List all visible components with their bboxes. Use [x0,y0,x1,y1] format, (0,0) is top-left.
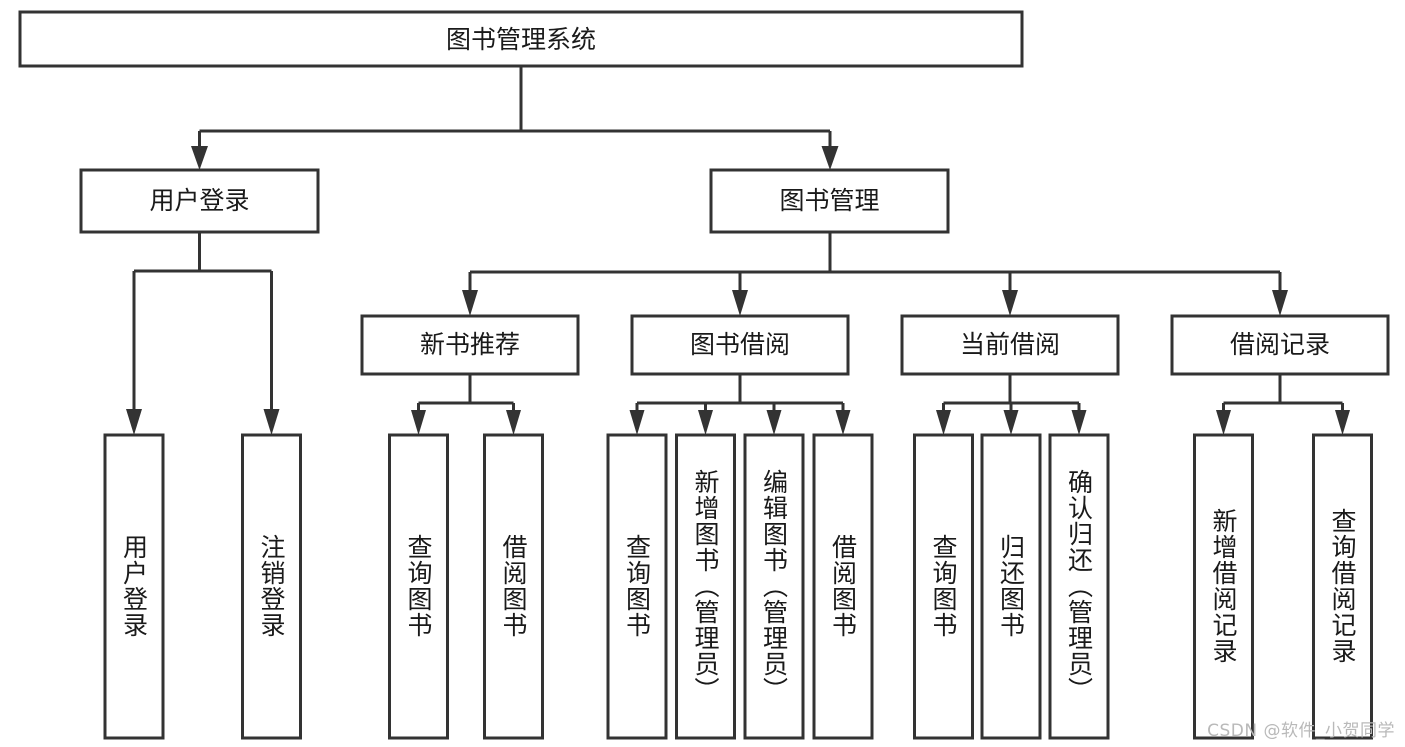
leaf-book-borrow-3-box[interactable] [743,433,805,740]
node-root[interactable]: 图书管理系统 [18,10,1024,68]
node-current-borrow-label: 当前借阅 [960,330,1060,359]
node-root-box[interactable] [18,10,1024,68]
leaf-user-login-1[interactable]: 用户登录 [103,433,165,740]
node-borrow-record-box[interactable] [1170,314,1390,376]
arrow-to-current-borrow [1002,290,1018,316]
csdn-watermark: CSDN @软件_小贺同学 [1207,721,1395,741]
node-new-book-recommend-box[interactable] [360,314,580,376]
arrow-bb-borrow [835,410,851,435]
leaf-book-borrow-1-box[interactable] [606,433,668,740]
node-current-borrow[interactable]: 当前借阅 [900,314,1120,376]
leaf-book-borrow-1[interactable]: 查询图书 [606,433,668,740]
node-book-borrow-label: 图书借阅 [690,330,790,359]
arrow-bb-add [698,410,713,435]
arrow-bb-edit [766,410,782,435]
leaf-book-borrow-4[interactable]: 借阅图书 [812,433,874,740]
leaf-current-borrow-2-box[interactable] [980,433,1042,740]
leaf-user-login-2-label: 注销登录 [257,534,286,638]
arrow-to-user-login [191,146,208,170]
node-book-management-box[interactable] [709,168,950,234]
leaf-new-book-1-box[interactable] [388,433,449,740]
leaf-new-book-1[interactable]: 查询图书 [388,433,449,740]
arrow-to-new-book [462,290,478,316]
arrow-bb-query [629,410,645,435]
leaf-current-borrow-1-box[interactable] [913,433,974,740]
leaf-new-book-1-label: 查询图书 [404,534,433,638]
arrow-cb-return [1003,410,1019,435]
arrow-cb-query [936,410,951,435]
leaf-borrow-record-1-label: 新增借阅记录 [1209,508,1238,664]
leaf-book-borrow-4-box[interactable] [812,433,874,740]
leaf-new-book-2-box[interactable] [483,433,544,740]
leaf-current-borrow-3-box[interactable] [1048,433,1110,740]
node-book-management[interactable]: 图书管理 [709,168,950,234]
arrow-to-logout-leaf [263,409,280,435]
node-borrow-record[interactable]: 借阅记录 [1170,314,1390,376]
leaf-borrow-record-2-label: 查询借阅记录 [1328,508,1357,664]
arrow-to-book-borrow [732,290,748,316]
leaf-current-borrow-3-label: 确认归还（管理员） [1065,469,1094,703]
node-user-login-box[interactable] [79,168,320,234]
leaf-book-borrow-1-label: 查询图书 [623,534,652,638]
leaf-user-login-1-box[interactable] [103,433,165,740]
node-borrow-record-label: 借阅记录 [1230,330,1330,359]
node-book-borrow-box[interactable] [630,314,850,376]
leaf-user-login-1-label: 用户登录 [120,534,149,638]
arrow-br-query [1335,410,1350,435]
arrow-br-add [1216,410,1231,435]
leaf-book-borrow-2-box[interactable] [675,433,736,740]
leaf-current-borrow-1[interactable]: 查询图书 [913,433,974,740]
leaf-borrow-record-1-box[interactable] [1193,433,1254,740]
leaf-book-borrow-3-label: 编辑图书（管理员） [760,469,789,703]
node-new-book-recommend[interactable]: 新书推荐 [360,314,580,376]
leaf-new-book-2[interactable]: 借阅图书 [483,433,544,740]
connectors [126,66,1350,435]
leaf-current-borrow-2-label: 归还图书 [997,534,1026,638]
leaf-current-borrow-2[interactable]: 归还图书 [980,433,1042,740]
arrow-cb-confirm [1071,410,1087,435]
node-user-login[interactable]: 用户登录 [79,168,320,234]
leaf-borrow-record-2[interactable]: 查询借阅记录 [1312,433,1373,740]
arrow-nb-borrow [506,410,521,435]
leaf-borrow-record-2-box[interactable] [1312,433,1373,740]
node-new-book-recommend-label: 新书推荐 [420,330,520,359]
leaf-book-borrow-2[interactable]: 新增图书（管理员） [675,433,736,740]
leaf-user-login-2[interactable]: 注销登录 [241,433,302,740]
node-user-login-label: 用户登录 [149,186,249,215]
node-current-borrow-box[interactable] [900,314,1120,376]
node-book-management-label: 图书管理 [779,186,879,215]
leaf-book-borrow-4-label: 借阅图书 [829,534,858,638]
leaf-borrow-record-1[interactable]: 新增借阅记录 [1193,433,1254,740]
arrow-to-book-manage [821,146,839,170]
leaf-user-login-2-box[interactable] [241,433,302,740]
leaf-new-book-2-label: 借阅图书 [499,534,528,638]
arrow-to-user-login-leaf [126,409,142,435]
arrow-nb-query [411,410,426,435]
arrow-to-borrow-record [1272,290,1288,316]
leaf-current-borrow-1-label: 查询图书 [929,534,958,638]
node-root-label: 图书管理系统 [446,25,596,54]
leaf-book-borrow-2-label: 新增图书（管理员） [691,469,720,703]
leaf-current-borrow-3[interactable]: 确认归还（管理员） [1048,433,1110,740]
node-book-borrow[interactable]: 图书借阅 [630,314,850,376]
leaf-book-borrow-3[interactable]: 编辑图书（管理员） [743,433,805,740]
